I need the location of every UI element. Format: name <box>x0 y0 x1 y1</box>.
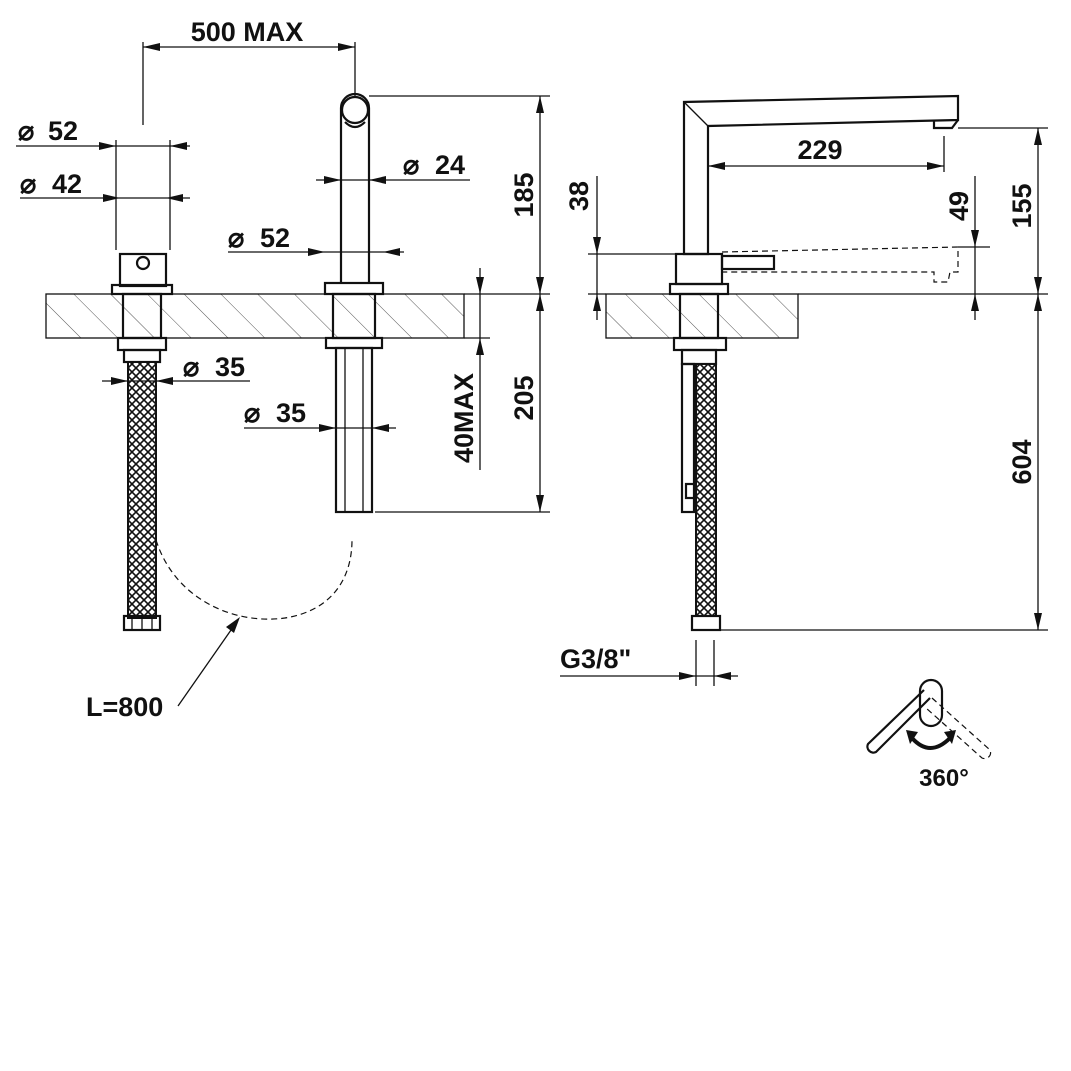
label-229: 229 <box>797 135 842 165</box>
flex-hose <box>127 361 157 619</box>
flex-hose-side <box>695 363 717 617</box>
label-185: 185 <box>509 172 539 217</box>
rotation-symbol: 360° <box>866 678 992 792</box>
label-dia-52-spout-base: 52 <box>260 223 290 253</box>
side-view: 229 38 49 155 604 G3/8" <box>560 94 1048 686</box>
label-thread: G3/8" <box>560 644 631 674</box>
label-hose-length: L=800 <box>86 692 163 722</box>
dia-symbol-2: ⌀ <box>20 169 36 199</box>
handle-unit <box>110 252 174 632</box>
lever-dashed <box>721 246 959 283</box>
label-155: 155 <box>1007 183 1037 228</box>
label-49: 49 <box>944 191 974 221</box>
spout-unit <box>323 92 385 514</box>
label-500-max: 500 MAX <box>191 17 304 47</box>
label-40max: 40MAX <box>449 373 479 463</box>
countertop-section-side <box>605 293 799 339</box>
label-dia-35-spout: 35 <box>276 398 306 428</box>
front-view: 500 MAX ⌀ 52 ⌀ 42 ⌀ 24 ⌀ 52 ⌀ 35 <box>16 17 550 722</box>
label-205: 205 <box>509 375 539 420</box>
label-dia-35-handle: 35 <box>215 352 245 382</box>
label-dia-24-spout: 24 <box>435 150 465 180</box>
countertop-section <box>45 293 465 339</box>
rotate-arrow-icon <box>910 736 952 750</box>
label-dia-42-handle: 42 <box>52 169 82 199</box>
dia-symbol-1: ⌀ <box>18 116 34 146</box>
hose-arc <box>155 539 353 620</box>
label-dia-52-handle: 52 <box>48 116 78 146</box>
dia-symbol-6: ⌀ <box>244 398 260 428</box>
label-604: 604 <box>1007 439 1037 484</box>
label-38: 38 <box>564 181 594 211</box>
dia-symbol-5: ⌀ <box>183 352 199 382</box>
label-360: 360° <box>919 765 969 792</box>
dia-symbol-3: ⌀ <box>403 150 419 180</box>
dia-symbol-4: ⌀ <box>228 223 244 253</box>
